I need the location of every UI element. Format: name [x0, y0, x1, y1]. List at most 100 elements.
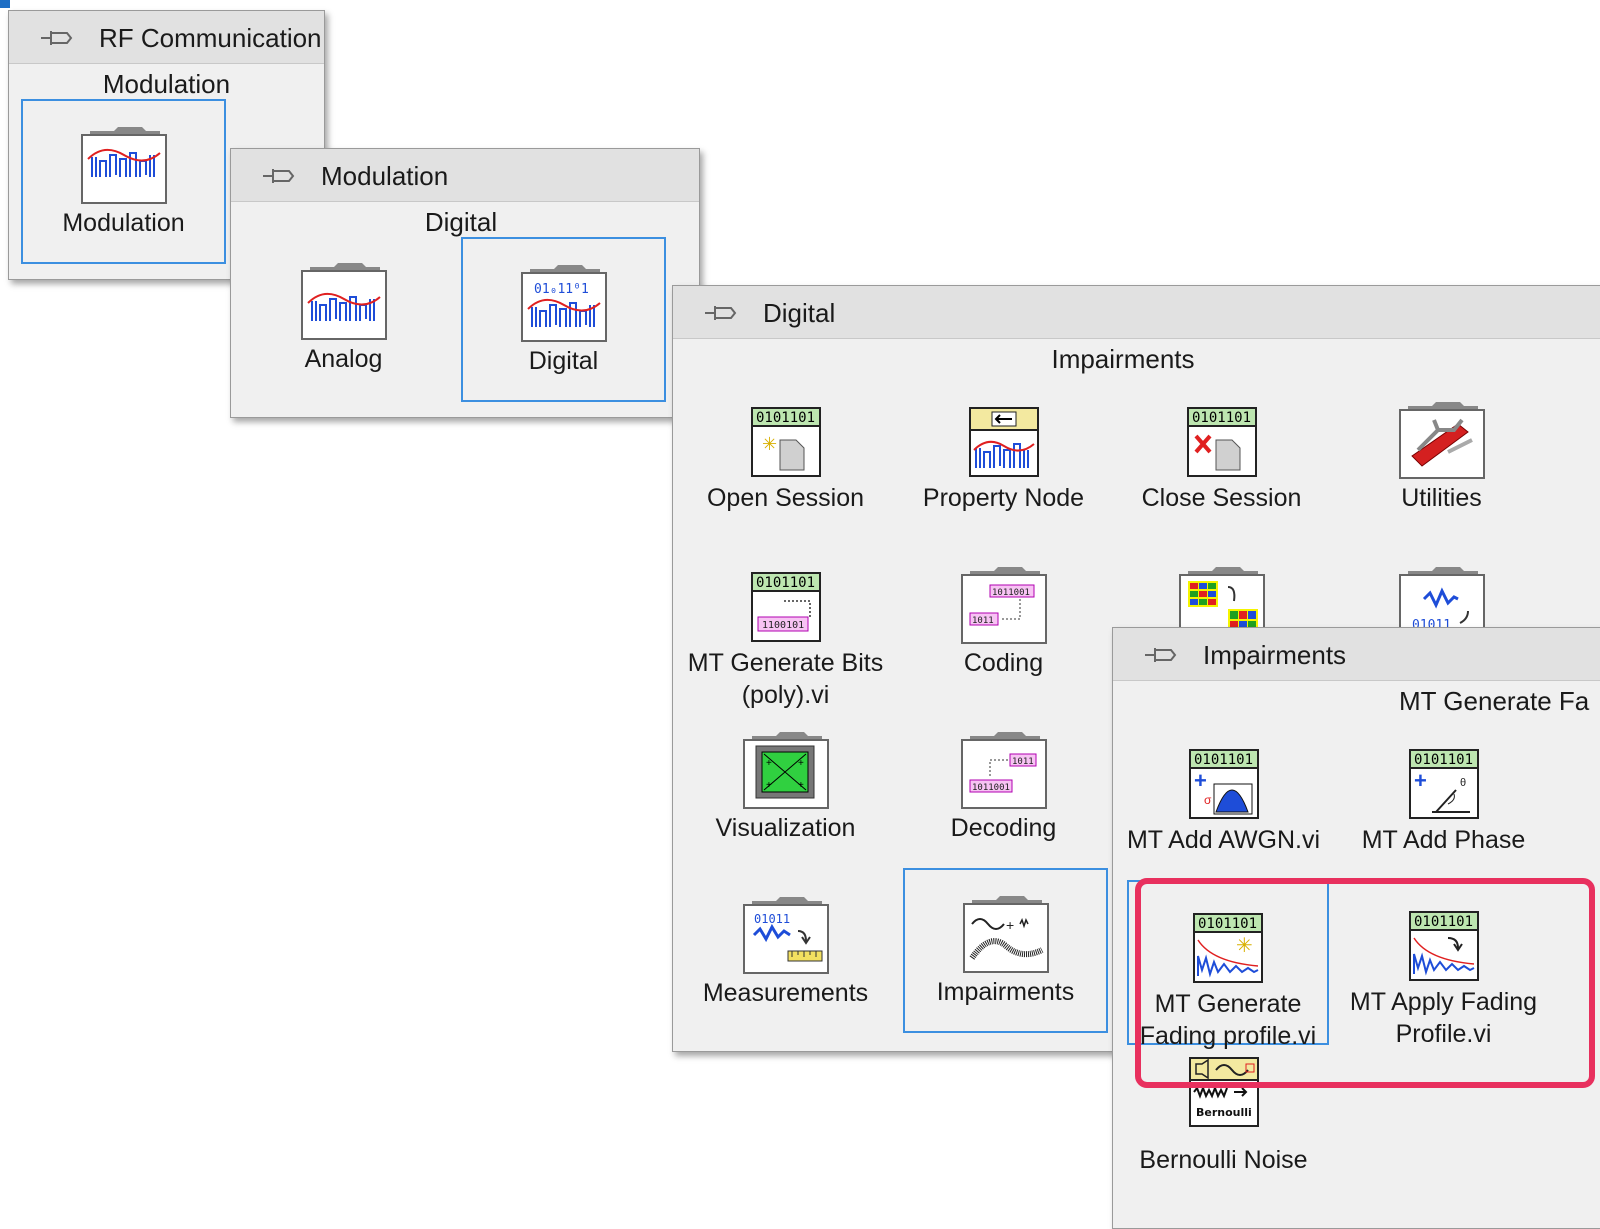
palette-item-label: MT Apply Fading Profile.vi: [1349, 988, 1538, 1048]
svg-text:0101101: 0101101: [1414, 752, 1473, 768]
palette-item-measurements[interactable]: 01011 Measurements: [683, 871, 888, 1036]
palette-title: Modulation: [321, 161, 449, 191]
palette-item-bernoulli-noise[interactable]: Bernoulli Bernoulli Noise: [1121, 1046, 1326, 1211]
palette-item-close-session[interactable]: 0101101 Close Session: [1119, 376, 1324, 541]
impairments-folder-icon: +: [962, 896, 1049, 973]
svg-text:0101101: 0101101: [1194, 752, 1253, 768]
svg-text:01011: 01011: [754, 912, 790, 926]
palette-item-utilities[interactable]: Utilities: [1339, 376, 1544, 541]
close-session-icon: 0101101: [1186, 407, 1257, 477]
svg-text:0101101: 0101101: [1414, 914, 1473, 930]
palette-title: Digital: [763, 298, 836, 328]
svg-text:1011001: 1011001: [972, 783, 1010, 793]
palette-subtitle: Impairments: [1051, 344, 1195, 374]
bernoulli-noise-icon: Bernoulli: [1188, 1057, 1259, 1127]
pin-icon[interactable]: [703, 302, 739, 324]
palette-item-decoding[interactable]: 1011 1011001 Decoding: [901, 706, 1106, 871]
svg-text:1100101: 1100101: [762, 620, 804, 631]
svg-text:+: +: [1006, 917, 1014, 933]
open-session-icon: 0101101 ✳: [750, 407, 821, 477]
palette-item-add-awgn[interactable]: 0101101 + σ MT Add AWGN.vi: [1121, 718, 1326, 858]
highlight-box: [1135, 878, 1595, 1088]
svg-text:✳: ✳: [762, 434, 777, 454]
utilities-folder-icon: [1398, 402, 1485, 479]
svg-text:1011: 1011: [972, 616, 994, 626]
palette-item-label: MT Add AWGN.vi: [1126, 826, 1321, 854]
palette-item-label: Impairments: [936, 978, 1075, 1006]
svg-text:✳: ✳: [1236, 935, 1253, 957]
palette-item-coding[interactable]: 1011001 1011 Coding: [901, 541, 1106, 706]
coding-folder-icon: 1011001 1011: [960, 567, 1047, 644]
measurements-folder-icon: 01011: [742, 897, 829, 974]
svg-text:+: +: [1414, 768, 1427, 793]
svg-text:+: +: [766, 780, 772, 791]
palette-item-digital[interactable]: 01₀11⁰1 Digital: [461, 237, 666, 402]
palette-item-label: Visualization: [715, 814, 856, 842]
palette-item-label: Utilities: [1401, 484, 1482, 512]
svg-text:+: +: [798, 780, 804, 791]
palette-item-label: MT Generate Fading profile.vi: [1139, 990, 1317, 1050]
svg-text:0101101: 0101101: [756, 410, 815, 426]
generate-bits-icon: 0101101 1100101: [750, 572, 821, 642]
palette-item-impairments[interactable]: + Impairments: [903, 868, 1108, 1033]
impairments-palette: Impairments MT Generate Fa 0101101 + σ M…: [1112, 627, 1600, 1229]
apply-fading-profile-icon: 0101101: [1408, 911, 1479, 981]
palette-item-analog[interactable]: Analog: [241, 237, 446, 402]
svg-text:σ: σ: [1204, 793, 1212, 807]
svg-text:0101101: 0101101: [1192, 410, 1251, 426]
palette-item-add-phase-noise[interactable]: 0101101 + θ MT Add Phase Noise.vi: [1341, 718, 1546, 858]
palette-titlebar[interactable]: Modulation: [231, 149, 699, 202]
digital-folder-icon: 01₀11⁰1: [520, 265, 607, 342]
palette-item-label: Analog: [304, 345, 383, 373]
palette-item-label: Modulation: [62, 209, 185, 237]
svg-text:+: +: [798, 758, 804, 769]
palette-subtitle: Modulation: [102, 69, 231, 99]
pin-icon[interactable]: [261, 165, 297, 187]
palette-titlebar[interactable]: Digital: [673, 286, 1600, 339]
visualization-folder-icon: + + + +: [742, 732, 829, 809]
decoding-folder-icon: 1011 1011001: [960, 732, 1047, 809]
palette-item-label: Decoding: [950, 814, 1057, 842]
palette-item-label: Close Session: [1141, 484, 1302, 512]
svg-text:01₀11⁰1: 01₀11⁰1: [534, 282, 589, 297]
palette-item-label: MT Add Phase Noise.vi: [1361, 826, 1526, 854]
add-phase-noise-icon: 0101101 + θ: [1408, 749, 1479, 819]
svg-text:θ: θ: [1460, 777, 1466, 789]
modulation-palette: Modulation Digital Analog 01₀11⁰1 Digita…: [230, 148, 700, 418]
palette-item-label: MT Generate Bits (poly).vi: [687, 649, 884, 709]
palette-item-generate-fading-profile[interactable]: 0101101 ✳ MT Generate Fading profile.vi: [1127, 880, 1329, 1050]
pin-icon[interactable]: [1143, 644, 1179, 666]
palette-item-label: Digital: [528, 347, 599, 375]
svg-text:0101101: 0101101: [756, 575, 815, 591]
svg-text:+: +: [1194, 768, 1207, 793]
svg-text:0101101: 0101101: [1198, 916, 1257, 932]
analog-folder-icon: [300, 263, 387, 340]
window-corner: [0, 0, 10, 8]
palette-titlebar[interactable]: RF Communication: [9, 11, 324, 64]
rf-communication-palette: RF Communication Modulation Modulation: [8, 10, 325, 280]
svg-text:1011001: 1011001: [992, 588, 1030, 598]
palette-subtitle: Digital: [424, 207, 498, 237]
svg-text:1011: 1011: [1012, 757, 1034, 767]
palette-title: Impairments: [1203, 640, 1347, 670]
property-node-icon: [968, 407, 1039, 477]
palette-item-label: Coding: [963, 649, 1044, 677]
palette-item-label: Property Node: [922, 484, 1085, 512]
palette-item-modulation[interactable]: Modulation: [21, 99, 226, 264]
palette-item-visualization[interactable]: + + + + Visualization: [683, 706, 888, 871]
palette-item-apply-fading-profile[interactable]: 0101101 MT Apply Fading Profile.vi: [1341, 880, 1546, 1048]
palette-item-label: Measurements: [702, 979, 869, 1007]
palette-item-generate-bits[interactable]: 0101101 1100101 MT Generate Bits (poly).…: [683, 541, 888, 709]
modulation-folder-icon: [80, 127, 167, 204]
svg-text:+: +: [766, 758, 772, 769]
palette-item-label: Bernoulli Noise: [1139, 1146, 1308, 1174]
palette-title: RF Communication: [99, 23, 322, 53]
add-awgn-icon: 0101101 + σ: [1188, 749, 1259, 819]
palette-titlebar[interactable]: Impairments: [1113, 628, 1600, 681]
palette-item-property-node[interactable]: Property Node: [901, 376, 1106, 541]
pin-icon[interactable]: [39, 27, 75, 49]
palette-item-label: Open Session: [706, 484, 865, 512]
palette-subtitle: MT Generate Fa: [1399, 686, 1590, 716]
svg-text:Bernoulli: Bernoulli: [1196, 1106, 1252, 1119]
palette-item-open-session[interactable]: 0101101 ✳ Open Session: [683, 376, 888, 541]
